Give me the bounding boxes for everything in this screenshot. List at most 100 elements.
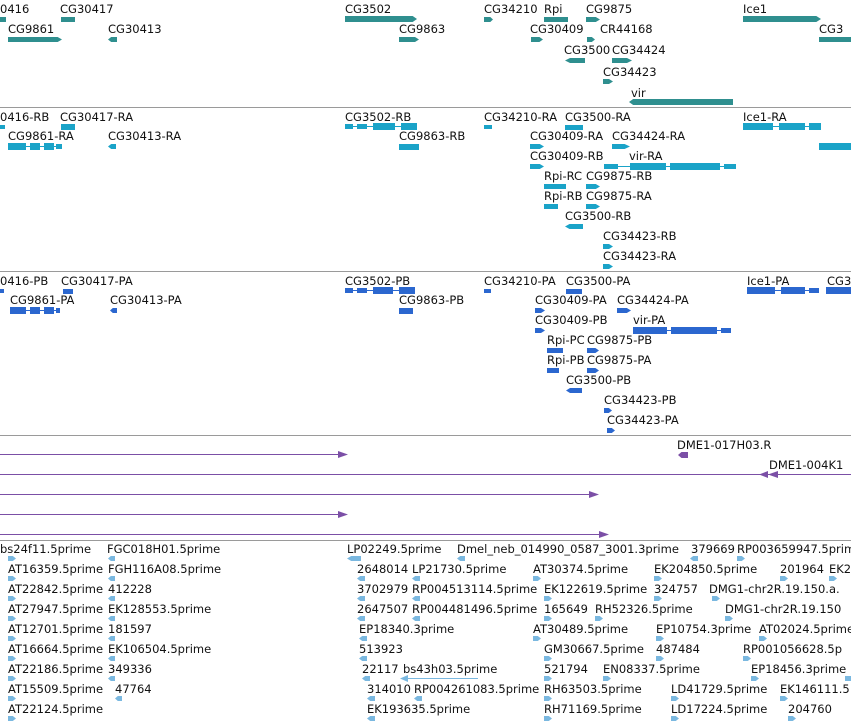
gene-glyph[interactable] xyxy=(565,58,585,63)
est-label[interactable]: EN08337.5prime xyxy=(603,662,700,676)
protein-label[interactable]: CG9863-PB xyxy=(399,293,465,307)
protein-label[interactable]: CG9861-PA xyxy=(10,293,75,307)
est-label[interactable]: AT22124.5prime xyxy=(8,702,104,716)
est-glyph[interactable] xyxy=(115,696,122,701)
protein-label[interactable]: CG3502-PB xyxy=(345,274,411,288)
transcript-glyph[interactable] xyxy=(819,143,851,150)
est-glyph[interactable] xyxy=(414,696,422,701)
protein-glyph[interactable] xyxy=(747,287,819,294)
est-glyph[interactable] xyxy=(8,576,16,581)
est-glyph[interactable] xyxy=(367,696,375,701)
est-glyph[interactable] xyxy=(725,616,733,621)
est-glyph[interactable] xyxy=(544,676,552,681)
est-label[interactable]: LD41729.5prime xyxy=(671,682,768,696)
gene-glyph[interactable] xyxy=(629,99,733,105)
transcript-glyph[interactable] xyxy=(544,184,566,189)
gene-glyph[interactable] xyxy=(108,37,117,42)
gene-glyph[interactable] xyxy=(8,37,62,42)
protein-glyph[interactable] xyxy=(547,348,563,353)
transcript-label[interactable]: Rpi-RB xyxy=(544,189,583,203)
est-glyph[interactable] xyxy=(8,656,16,661)
transcript-label[interactable]: vir-RA xyxy=(629,149,663,163)
protein-label[interactable]: CG9875-PB xyxy=(587,333,653,347)
gene-label[interactable]: CG9863 xyxy=(399,22,446,36)
est-label[interactable]: RP003659947.5prime xyxy=(737,542,851,556)
transcript-glyph[interactable] xyxy=(530,144,544,149)
est-label[interactable]: RH52326.5prime xyxy=(595,602,693,616)
protein-glyph[interactable] xyxy=(566,289,582,294)
est-label[interactable]: AT16359.5prime xyxy=(8,562,104,576)
protein-glyph[interactable] xyxy=(484,289,491,293)
protein-glyph[interactable] xyxy=(535,308,545,313)
est-label[interactable]: EK128553.5prime xyxy=(108,602,212,616)
transcript-label[interactable]: CG9861-RA xyxy=(8,129,74,143)
transcript-label[interactable]: CG30413-RA xyxy=(108,129,182,143)
est-glyph[interactable] xyxy=(412,596,420,601)
gene-label[interactable]: CG3500 xyxy=(564,43,611,57)
gene-glyph[interactable] xyxy=(531,37,543,42)
gene-label[interactable]: CG30409 xyxy=(530,22,584,36)
transcript-glyph[interactable] xyxy=(484,125,492,129)
transcript-glyph[interactable] xyxy=(612,144,630,149)
protein-glyph[interactable] xyxy=(587,368,599,373)
est-label[interactable]: RH63503.5prime xyxy=(544,682,642,696)
est-glyph[interactable] xyxy=(671,696,679,701)
est-label[interactable]: RP004481496.5prime xyxy=(412,602,538,616)
est-glyph[interactable] xyxy=(357,596,365,601)
est-glyph[interactable] xyxy=(108,556,115,561)
transcript-label[interactable]: CG34423-RA xyxy=(603,249,677,263)
est-glyph[interactable] xyxy=(108,576,115,581)
clone-glyph[interactable] xyxy=(0,511,348,518)
est-label[interactable]: EP18456.3prime xyxy=(751,662,847,676)
gene-glyph[interactable] xyxy=(399,37,419,42)
est-label[interactable]: 349336 xyxy=(108,662,152,676)
gene-glyph[interactable] xyxy=(586,17,600,22)
est-label[interactable]: GM30667.5prime xyxy=(544,642,644,656)
clone-glyph[interactable] xyxy=(0,451,348,458)
est-glyph[interactable] xyxy=(359,636,367,641)
transcript-label[interactable]: CG30409-RB xyxy=(530,149,604,163)
est-label[interactable]: AT02024.5prime xyxy=(759,622,851,636)
est-glyph[interactable] xyxy=(8,716,16,721)
est-glyph[interactable] xyxy=(347,556,361,561)
gene-glyph[interactable] xyxy=(484,17,493,22)
est-glyph[interactable] xyxy=(367,716,375,721)
est-glyph[interactable] xyxy=(8,616,16,621)
gene-label[interactable]: Ice1 xyxy=(743,2,768,16)
transcript-glyph[interactable] xyxy=(399,144,419,150)
est-label[interactable]: 379669 xyxy=(691,542,735,556)
est-glyph[interactable] xyxy=(845,676,851,681)
transcript-glyph[interactable] xyxy=(603,264,613,269)
protein-glyph[interactable] xyxy=(587,348,599,353)
gene-label[interactable]: CG9861 xyxy=(8,22,55,36)
est-label[interactable]: 201964 xyxy=(780,562,824,576)
est-label[interactable]: EP18340.3prime xyxy=(359,622,455,636)
protein-label[interactable]: Rpi-PC xyxy=(547,333,585,347)
est-label[interactable]: AT22842.5prime xyxy=(8,582,104,596)
est-glyph[interactable] xyxy=(544,656,552,661)
est-glyph[interactable] xyxy=(656,656,664,661)
est-glyph[interactable] xyxy=(359,656,367,661)
gene-glyph[interactable] xyxy=(603,79,613,84)
est-glyph[interactable] xyxy=(759,636,767,641)
protein-label[interactable]: CG30409-PB xyxy=(535,313,608,327)
gene-glyph[interactable] xyxy=(61,17,75,22)
est-glyph[interactable] xyxy=(544,716,552,721)
transcript-label[interactable]: 0416-RB xyxy=(0,110,50,124)
protein-glyph[interactable] xyxy=(110,308,117,313)
est-label[interactable]: AT16664.5prime xyxy=(8,642,104,656)
est-label[interactable]: 314010 xyxy=(367,682,411,696)
clone-label[interactable]: DME1-017H03.R xyxy=(677,438,772,452)
est-glyph[interactable] xyxy=(544,696,552,701)
est-label[interactable]: 2648014 xyxy=(357,562,409,576)
est-glyph[interactable] xyxy=(533,636,541,641)
est-glyph[interactable] xyxy=(362,676,370,681)
est-glyph[interactable] xyxy=(654,596,662,601)
est-label[interactable]: EK146111.5 xyxy=(780,682,850,696)
transcript-glyph[interactable] xyxy=(743,123,821,130)
clone-glyph[interactable] xyxy=(0,491,599,498)
protein-glyph[interactable] xyxy=(617,308,631,313)
protein-label[interactable]: CG34424-PA xyxy=(617,293,689,307)
est-glyph[interactable] xyxy=(743,656,751,661)
transcript-glyph[interactable] xyxy=(0,125,5,129)
